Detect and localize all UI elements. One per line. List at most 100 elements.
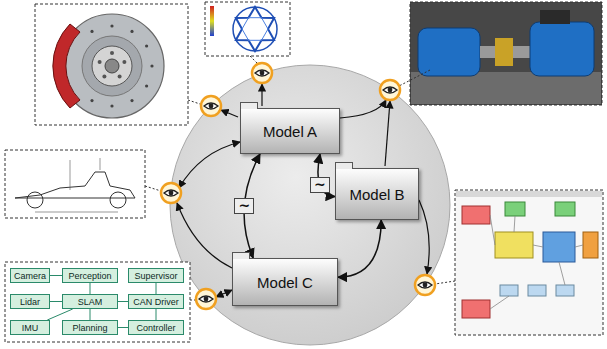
view-arrow: [216, 290, 232, 297]
component-name: CAN Driver: [133, 297, 179, 307]
component-name: Planning: [72, 323, 107, 333]
motor: [418, 28, 480, 76]
view-arrow: [261, 84, 262, 106]
model-name: Model B: [349, 186, 404, 203]
panel-frame: [5, 150, 145, 218]
connector: [50, 301, 62, 302]
connector: [90, 283, 91, 294]
leader-line: [435, 281, 455, 284]
block: [462, 300, 490, 318]
view-eye: [415, 275, 435, 295]
view-eye: [196, 289, 216, 309]
block: [543, 232, 575, 262]
eye-ring: [252, 63, 272, 83]
coupling: [495, 38, 513, 66]
wire: [490, 215, 583, 309]
disc-hole: [90, 30, 93, 33]
panel-frame: [455, 190, 603, 335]
coupling-label: ~: [234, 198, 254, 214]
force-arrow: [70, 160, 71, 190]
connector: [118, 327, 128, 328]
disc-hole: [130, 99, 133, 102]
leader-line: [188, 100, 200, 104]
fem-mode-shape: [236, 7, 274, 51]
model-box: Model A: [240, 108, 340, 154]
eye-shape: [164, 190, 178, 196]
component-box: Planning: [62, 320, 118, 335]
view-eye: [252, 63, 272, 83]
bolt-hole: [98, 60, 102, 64]
eye-pupil: [423, 283, 428, 288]
view-arrow: [340, 100, 386, 118]
view-eye: [201, 96, 221, 116]
terminal-box: [540, 10, 570, 24]
eye-shape: [199, 296, 213, 302]
component-name: Controller: [136, 323, 175, 333]
panel-frame: [5, 262, 190, 342]
panel-frame: [410, 2, 602, 105]
bolt-hole: [118, 75, 122, 79]
connector: [338, 220, 381, 277]
connector: [156, 283, 157, 294]
panel-frame: [205, 2, 290, 56]
eye-pupil: [260, 71, 265, 76]
component-name: Lidar: [20, 297, 40, 307]
view-arrow: [385, 101, 390, 166]
model-sphere: [170, 65, 450, 345]
eye-ring: [380, 80, 400, 100]
panel-frame: [35, 4, 188, 125]
model-box: Model B: [335, 168, 419, 220]
view-arrow: [221, 110, 238, 117]
bolt-hole: [102, 75, 106, 79]
eye-pupil: [204, 297, 209, 302]
eye-shape: [204, 103, 218, 109]
component-name: Supervisor: [134, 271, 177, 281]
eye-pupil: [169, 191, 174, 196]
eye-shape: [383, 87, 397, 93]
component-name: Camera: [14, 271, 46, 281]
view-arrow: [177, 203, 232, 268]
block: [495, 232, 533, 258]
dimension-line: [35, 212, 118, 213]
disc-hub: [92, 46, 132, 86]
test-bench-photo: [410, 2, 602, 105]
view-eye: [161, 183, 181, 203]
wheel: [110, 192, 126, 208]
connector: [90, 309, 91, 320]
bolt-hole: [110, 51, 114, 55]
color-bar: [210, 6, 214, 36]
disc-hole: [110, 104, 113, 107]
eye-pupil: [388, 88, 393, 93]
model-box: Model C: [232, 258, 338, 306]
eye-ring: [196, 289, 216, 309]
disc-hole: [145, 84, 148, 87]
block: [556, 285, 574, 296]
disc-hole: [110, 24, 113, 27]
connector: [47, 309, 72, 320]
hub-center: [105, 59, 119, 73]
component-box: Camera: [10, 268, 50, 283]
component-name: Perception: [68, 271, 111, 281]
disc-hole: [145, 44, 148, 47]
block: [583, 232, 598, 258]
component-box: SLAM: [62, 294, 118, 309]
eye-pupil: [209, 104, 214, 109]
view-arrow: [419, 200, 429, 274]
connector: [118, 301, 128, 302]
component-box: Perception: [62, 268, 118, 283]
bolt-hole: [122, 60, 126, 64]
disc-hole: [130, 30, 133, 33]
leader-line: [145, 186, 161, 191]
component-name: IMU: [22, 323, 39, 333]
view-eye: [380, 80, 400, 100]
disc-inner: [82, 36, 142, 96]
wheel: [27, 192, 43, 208]
coupling-label: ~: [310, 177, 330, 193]
connector: [156, 309, 157, 320]
block: [462, 206, 490, 224]
disc-hole: [90, 99, 93, 102]
block: [500, 285, 518, 296]
component-box: Lidar: [10, 294, 50, 309]
model-name: Model A: [263, 123, 317, 140]
model-name: Model C: [257, 274, 313, 291]
